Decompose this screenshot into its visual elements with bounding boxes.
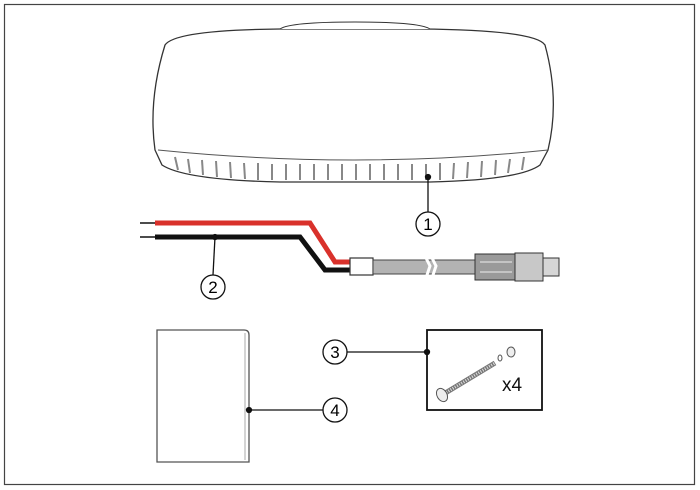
mounting-bolts: x4 [426, 329, 543, 411]
svg-text:3: 3 [330, 343, 339, 362]
svg-text:4: 4 [330, 401, 339, 420]
callout-2: 2 [200, 274, 226, 300]
callout-3: 3 [322, 339, 348, 365]
documentation [156, 329, 250, 463]
power-cable [140, 220, 560, 282]
svg-text:2: 2 [208, 278, 217, 297]
callout-4: 4 [322, 397, 348, 423]
svg-text:1: 1 [423, 215, 432, 234]
callout-1: 1 [415, 211, 441, 237]
radome-scanner [152, 21, 554, 183]
quantity-label: x4 [502, 375, 523, 396]
